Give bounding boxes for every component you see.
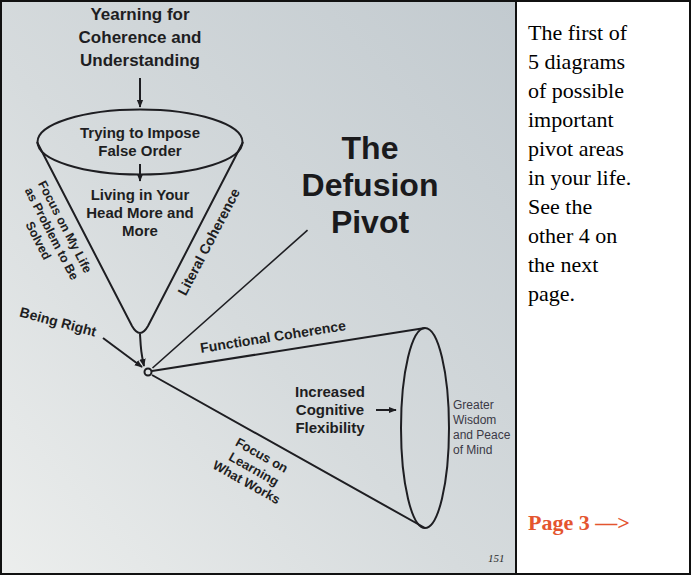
ellipse-shape: Trying to Impose False Order: [36, 108, 244, 176]
flow-arrow: [103, 338, 142, 367]
side-label: Focus on Learning What Works: [205, 428, 303, 511]
node-text: Trying to Impose False Order: [60, 124, 220, 160]
page-number: 151: [488, 552, 505, 565]
connector-arrow: [140, 334, 144, 366]
diagram-title: The Defusion Pivot: [302, 130, 439, 240]
pivot-point: [145, 369, 152, 376]
flow-arrow: [139, 78, 141, 107]
outcome-label: Greater Wisdom and Peace of Mind: [453, 398, 513, 458]
input-label: Yearning for Coherence and Understanding: [74, 4, 206, 73]
node-text: Increased Cognitive Flexibility: [289, 383, 371, 437]
flow-arrow: [139, 164, 141, 181]
note-panel: [517, 0, 691, 575]
side-label: Functional Coherence: [199, 317, 347, 356]
divider: [515, 0, 517, 575]
page-link: Page 3 —>: [528, 510, 630, 536]
node-text: Living in Your Head More and More: [81, 186, 199, 240]
flow-arrow: [376, 409, 396, 411]
page-photo: [0, 0, 516, 575]
side-label: Focus on My Life as Problem to Be Solved: [6, 176, 96, 293]
cone-shape: Increased Cognitive Flexibility: [144, 326, 452, 530]
ellipse-outline: [38, 110, 243, 175]
cone-mouth: [401, 328, 449, 528]
caption-text: The first of 5 diagrams of possible impo…: [528, 18, 638, 308]
input-label: Being Right: [18, 304, 98, 341]
cone-outline: [152, 328, 425, 528]
